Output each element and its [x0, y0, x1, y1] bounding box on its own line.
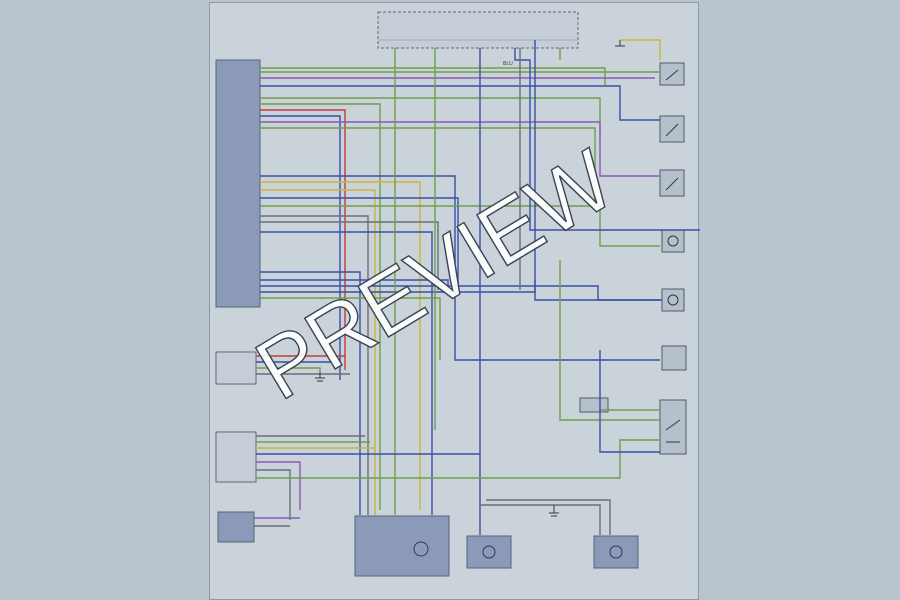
motor-assembly-left: [354, 515, 450, 577]
wires: [254, 39, 700, 535]
engine-control-module: [215, 59, 261, 308]
bottom-left-module: [217, 511, 255, 543]
connector-block-right: [593, 535, 639, 569]
sensor-connector-block: [215, 431, 257, 483]
right-component-6: [661, 345, 687, 371]
right-component-2: [659, 115, 685, 143]
right-component-3: [659, 169, 685, 197]
ground-symbols: [315, 40, 625, 517]
power-wire-label: BLU: [503, 61, 513, 67]
right-component-5: [661, 288, 685, 312]
fuse-box: [377, 11, 579, 49]
small-relay-box: [579, 397, 609, 413]
right-component-1: [659, 62, 685, 86]
right-relay: [659, 399, 687, 455]
throttle-module: [215, 351, 257, 385]
connector-block-middle: [466, 535, 512, 569]
right-component-4: [661, 229, 685, 253]
